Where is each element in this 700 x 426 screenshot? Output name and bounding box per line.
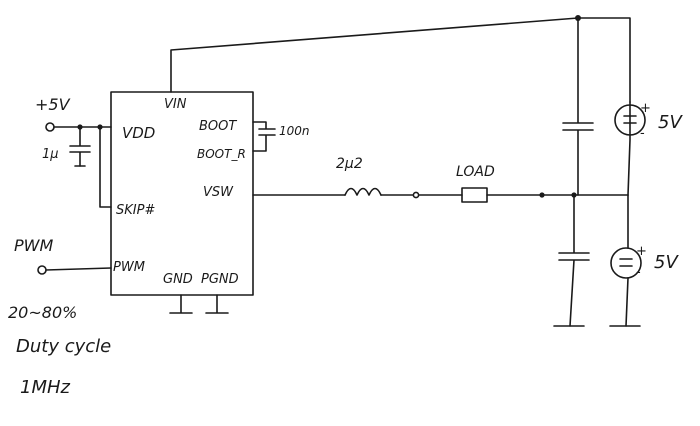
vin-wire bbox=[170, 17, 579, 93]
vdd-capacitor bbox=[69, 126, 91, 167]
supply-label: +5V bbox=[35, 95, 71, 114]
output-node bbox=[412, 191, 420, 199]
ic-body bbox=[110, 91, 254, 296]
lower-source-wire bbox=[625, 194, 629, 327]
duty-range-note: 20~80% bbox=[8, 303, 77, 322]
pgnd-pin-ground bbox=[205, 294, 229, 314]
pwm-input-label: PWM bbox=[14, 236, 53, 255]
upper-source-wire bbox=[627, 101, 631, 196]
upper-source-value: 5V bbox=[658, 112, 683, 133]
pin-vin-label: VIN bbox=[164, 97, 187, 112]
lower-capacitor bbox=[558, 194, 590, 327]
supply-terminal bbox=[45, 122, 55, 132]
lower-source bbox=[610, 247, 642, 279]
duty-cycle-note: Duty cycle bbox=[16, 336, 111, 357]
pin-vdd-label: VDD bbox=[122, 124, 155, 142]
boot-cap-label: 100n bbox=[279, 124, 310, 138]
pwm-wire bbox=[45, 267, 112, 271]
load-resistor bbox=[461, 187, 488, 203]
load-junction bbox=[539, 192, 545, 198]
vdd-cap-label: 1μ bbox=[42, 147, 59, 162]
lower-source-value: 5V bbox=[654, 252, 679, 273]
lower-source-plus: + bbox=[636, 244, 647, 259]
upper-capacitor bbox=[562, 17, 594, 196]
upper-source bbox=[614, 104, 646, 136]
skip-wire bbox=[99, 126, 112, 208]
pwm-terminal bbox=[37, 265, 47, 275]
pin-gnd-label: GND bbox=[163, 272, 193, 287]
upper-source-symbol bbox=[623, 115, 637, 124]
lower-source-minus: - bbox=[636, 265, 641, 280]
gnd-pin-ground bbox=[169, 294, 193, 314]
inductor bbox=[344, 187, 382, 196]
inductor-label: 2μ2 bbox=[336, 156, 363, 172]
frequency-note: 1MHz bbox=[20, 377, 71, 398]
boot-capacitor bbox=[252, 121, 276, 152]
lower-source-symbol bbox=[619, 258, 633, 267]
upper-source-plus: + bbox=[640, 101, 651, 116]
top-rail-wire bbox=[577, 17, 631, 103]
pin-pgnd-label: PGND bbox=[201, 272, 239, 287]
upper-source-minus: - bbox=[640, 126, 645, 141]
load-label: LOAD bbox=[456, 164, 495, 180]
pin-boot-label: BOOT bbox=[199, 119, 237, 134]
pin-pwm-label: PWM bbox=[113, 260, 145, 275]
pin-vsw-label: VSW bbox=[203, 185, 234, 200]
pin-skip-label: SKIP# bbox=[116, 203, 155, 218]
pin-boot-r-label: BOOT_R bbox=[197, 147, 246, 161]
